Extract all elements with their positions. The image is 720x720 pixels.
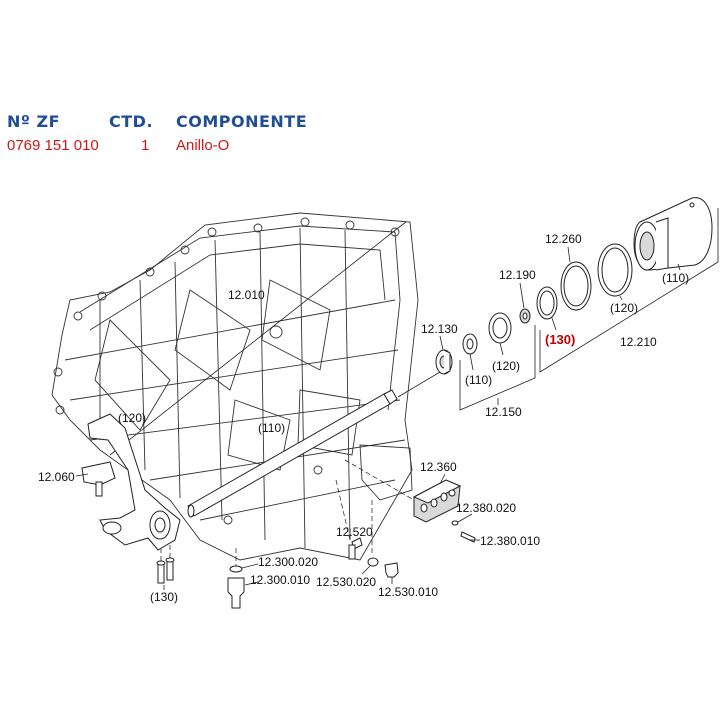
label-shaft-110: (110) <box>258 421 285 435</box>
leader-12380020 <box>457 513 473 523</box>
leader-12300010 <box>244 581 259 586</box>
leader-12360 <box>439 473 446 485</box>
label-12190: 12.190 <box>499 268 536 282</box>
part-12060 <box>81 461 116 497</box>
label-fork-120: (120) <box>118 411 146 425</box>
label-sleeve-120: (120) <box>492 359 520 373</box>
label-housing-110: (110) <box>662 271 689 285</box>
label-12130: 12.130 <box>421 322 458 336</box>
cylinder-end-cap-12130 <box>435 349 453 375</box>
quantity-value: 1 <box>141 137 150 154</box>
component-name: Anillo-O <box>176 137 230 154</box>
valve-block-12360 <box>412 479 462 523</box>
seal-ring-120-right <box>597 243 633 297</box>
cylinder-housing-110 <box>633 197 713 271</box>
label-12530020: 12.530.020 <box>316 575 376 589</box>
label-screws-130: (130) <box>150 590 178 604</box>
col-header-quantity: CTD. <box>109 112 154 131</box>
bracket-12150 <box>459 325 536 411</box>
leader-12130 <box>439 335 444 351</box>
label-12300020: 12.300.020 <box>258 555 318 569</box>
snap-ring-12260 <box>560 261 592 311</box>
label-12520: 12.520 <box>336 525 373 539</box>
part-12530 <box>367 557 399 578</box>
label-12380020: 12.380.020 <box>456 501 516 515</box>
label-12010: 12.010 <box>228 288 265 302</box>
part-12520 <box>348 537 363 560</box>
leader-12300020 <box>241 563 259 569</box>
leader-12530020 <box>361 565 371 575</box>
leader-shaft-axis <box>397 371 441 398</box>
leader-12190 <box>519 282 525 309</box>
o-ring-130-highlighted <box>536 286 558 320</box>
label-12530010: 12.530.010 <box>378 585 438 599</box>
leader-12060 <box>75 473 89 477</box>
sleeve-120-mid <box>488 312 512 344</box>
piston-disc-110 <box>462 333 478 355</box>
label-12060: 12.060 <box>38 470 75 484</box>
col-header-zf-number: Nº ZF <box>7 112 61 131</box>
fork-screws <box>156 557 175 584</box>
label-12360: 12.360 <box>420 460 457 474</box>
leader-12260 <box>567 246 571 263</box>
part-12190 <box>519 308 531 324</box>
label-disc-110: (110) <box>465 373 492 387</box>
col-header-component: COMPONENTE <box>176 112 308 131</box>
label-12260: 12.260 <box>545 232 582 246</box>
part-12380 <box>451 520 476 543</box>
part-12300 <box>227 565 245 609</box>
transmission-housing <box>51 212 419 561</box>
shift-rod <box>187 389 398 518</box>
label-12300010: 12.300.010 <box>250 573 310 587</box>
zf-part-number: 0769 151 010 <box>7 137 99 154</box>
label-oring-130-highlighted: (130) <box>545 332 575 347</box>
bracket-12210 <box>539 208 719 373</box>
label-ring-120: (120) <box>610 301 638 315</box>
leader-12010 <box>109 221 407 456</box>
label-12210: 12.210 <box>620 335 657 349</box>
shift-fork <box>87 413 181 551</box>
label-12150: 12.150 <box>485 405 522 419</box>
label-12380010: 12.380.010 <box>480 534 540 548</box>
